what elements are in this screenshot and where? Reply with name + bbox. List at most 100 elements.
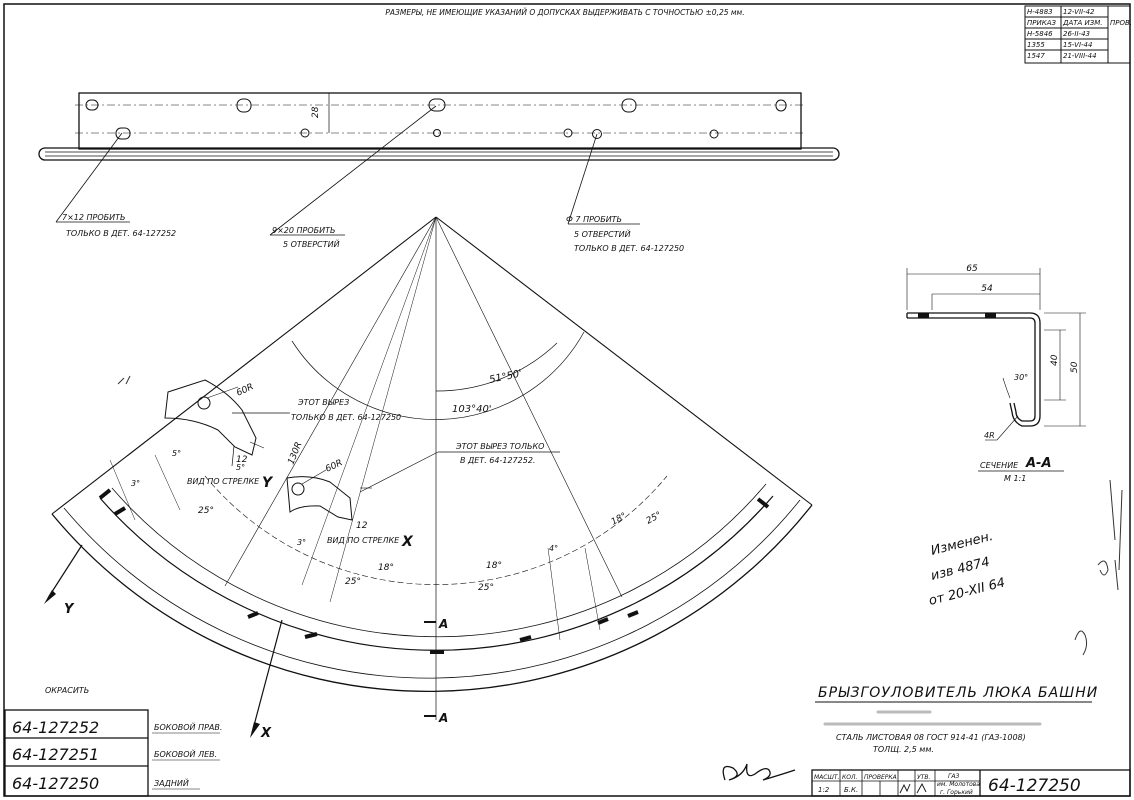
section-letters: А-А	[1025, 456, 1052, 471]
section-scale: М 1:1	[1004, 474, 1026, 483]
tb-qty-hdr: КОЛ.	[842, 774, 857, 781]
svg-text:7×12 ПРОБИТЬ: 7×12 ПРОБИТЬ	[62, 213, 126, 222]
rev-r3-c0: 1355	[1027, 41, 1045, 49]
tb-scale: 1:2	[818, 786, 830, 794]
plan-leaders	[55, 105, 640, 236]
dim-angle-51: 51°50'	[488, 368, 523, 386]
rev-r1-c1: ДАТА ИЗМ.	[1062, 19, 1103, 27]
svg-text:В ДЕТ. 64-127252.: В ДЕТ. 64-127252.	[460, 456, 535, 465]
general-note: РАЗМЕРЫ, НЕ ИМЕЮЩИЕ УКАЗАНИЙ О ДОПУСКАХ …	[385, 8, 744, 17]
material-thickness: ТОЛЩ. 2,5 мм.	[873, 745, 934, 754]
part-row-2-number: 64-127250	[12, 774, 99, 793]
dim-18b: 18°	[486, 561, 502, 571]
tb-number: 64-127250	[988, 776, 1081, 796]
sec-dim-4r: 4R	[984, 431, 995, 440]
dim-130r: 130R	[287, 441, 305, 466]
tb-class-hdr: УТВ.	[917, 774, 930, 781]
sec-dim-30: 30°	[1014, 373, 1028, 382]
slot-mark	[115, 127, 131, 140]
sector-view	[51, 216, 813, 720]
tb-org-2: им. Молотова	[937, 781, 980, 788]
revision-table: Н-4883 12-VII-42 ПРИКАЗ ДАТА ИЗМ. Н-5846…	[1024, 5, 1132, 64]
svg-text:ЭТОТ ВЫРЕЗ ТОЛЬКО: ЭТОТ ВЫРЕЗ ТОЛЬКО	[455, 442, 544, 451]
dim-3a: 3°	[131, 479, 140, 488]
arrow-x	[250, 619, 283, 738]
svg-text:Изменен.: Изменен.	[929, 529, 994, 559]
dim-25d: 25°	[645, 510, 664, 526]
dim-60r-a: 60R	[235, 382, 255, 399]
handwritten-note: Изменен. изв 4874 от 20-XII 64	[927, 529, 1006, 609]
part-row-0-desc: БОКОВОЙ ПРАВ.	[154, 721, 222, 732]
tb-initials	[899, 783, 927, 794]
dim-28: 28	[311, 106, 321, 118]
rim-tabs	[98, 488, 770, 654]
svg-text:изв 4874: изв 4874	[929, 555, 991, 584]
rev-r4-c0: 1547	[1027, 52, 1045, 60]
callout-hole-d7: Ф 7 ПРОБИТЬ 5 ОТВЕРСТИЙ ТОЛЬКО В ДЕТ. 64…	[566, 215, 684, 253]
dim-3b: 3°	[297, 538, 306, 547]
tb-org-1: ГАЗ	[948, 773, 959, 780]
section-a-top: A	[438, 617, 448, 631]
handwritten-scribbles	[117, 375, 1123, 656]
dim-angle-103: 103°40'	[452, 404, 492, 415]
sheet-border	[3, 3, 1131, 797]
section-label: СЕЧЕНИЕ	[980, 461, 1019, 470]
sec-dim-50: 50	[1070, 361, 1080, 373]
arrow-x-letter: X	[260, 726, 272, 741]
svg-text:Ф 7 ПРОБИТЬ: Ф 7 ПРОБИТЬ	[566, 215, 622, 224]
rev-extra: ПРОВ.	[1110, 19, 1132, 27]
tb-check-hdr: ПРОВЕРКА	[864, 774, 897, 781]
dim-12-a: 12	[236, 455, 248, 465]
hole-mark	[709, 129, 719, 139]
slot-mark	[775, 99, 787, 112]
svg-text:5 ОТВЕРСТИЙ: 5 ОТВЕРСТИЙ	[574, 228, 631, 239]
arrow-y	[44, 544, 83, 604]
material-spec: СТАЛЬ ЛИСТОВАЯ 08 ГОСТ 914-41 (ГАЗ-1008)	[836, 733, 1026, 742]
rev-r4-c1: 21-VIII-44	[1063, 52, 1097, 60]
parts-list: 64-127252 64-127251 64-127250 БОКОВОЙ ПР…	[4, 709, 222, 797]
svg-text:ТОЛЬКО В ДЕТ. 64-127250: ТОЛЬКО В ДЕТ. 64-127250	[574, 244, 684, 253]
view-y-label: ВИД ПО СТРЕЛКЕ	[187, 477, 260, 486]
dim-25b: 25°	[345, 577, 361, 587]
view-x-label: ВИД ПО СТРЕЛКЕ	[327, 536, 400, 545]
tb-mark: Б.К.	[844, 786, 858, 794]
part-row-1-number: 64-127251	[12, 745, 99, 764]
plan-view: 28	[38, 92, 840, 161]
finish-note: ОКРАСИТЬ	[45, 686, 89, 695]
arrow-y-letter: Y	[64, 602, 75, 617]
dim-5b: 5°	[236, 463, 245, 472]
svg-text:ТОЛЬКО В ДЕТ. 64-127250: ТОЛЬКО В ДЕТ. 64-127250	[291, 413, 401, 422]
dim-18a: 18°	[378, 563, 394, 573]
svg-text:ЭТОТ ВЫРЕЗ: ЭТОТ ВЫРЕЗ	[297, 398, 349, 407]
dim-12-b: 12	[356, 521, 368, 531]
tb-scale-hdr: МАСШТ.	[814, 774, 840, 781]
rev-r0-c1: 12-VII-42	[1063, 8, 1095, 16]
cutout-x	[286, 469, 353, 521]
dim-4: 4°	[549, 544, 558, 553]
hole-mark	[592, 129, 602, 139]
part-row-1-desc: БОКОВОЙ ЛЕВ.	[154, 748, 217, 759]
view-y-letter: Y	[262, 475, 274, 491]
sec-dim-40: 40	[1050, 354, 1060, 366]
rev-r2-c0: Н-5846	[1027, 30, 1053, 38]
dim-25c: 25°	[478, 583, 494, 593]
title-block: МАСШТ. 1:2 КОЛ. Б.К. ПРОВЕРКА УТВ. ГАЗ и…	[811, 769, 1131, 797]
view-x-letter: X	[401, 534, 414, 550]
cutout-y	[164, 379, 257, 456]
rev-r3-c1: 15-VI-44	[1063, 41, 1092, 49]
callout-cutout-1: ЭТОТ ВЫРЕЗ ТОЛЬКО В ДЕТ. 64-127250	[291, 398, 401, 422]
svg-text:ТОЛЬКО В ДЕТ. 64-127252: ТОЛЬКО В ДЕТ. 64-127252	[66, 229, 176, 238]
rev-r1-c0: ПРИКАЗ	[1027, 19, 1056, 27]
sec-dim-65: 65	[966, 264, 978, 274]
tb-org-3: г. Горький	[940, 789, 973, 796]
callout-cutout-2: ЭТОТ ВЫРЕЗ ТОЛЬКО В ДЕТ. 64-127252.	[455, 442, 544, 465]
callout-slot-9x20: 9×20 ПРОБИТЬ 5 ОТВЕРСТИЙ	[272, 226, 340, 249]
signature	[722, 763, 796, 781]
callout-slot-7x12: 7×12 ПРОБИТЬ ТОЛЬКО В ДЕТ. 64-127252	[62, 213, 176, 238]
part-row-0-number: 64-127252	[12, 718, 99, 737]
section-aa	[906, 268, 1086, 441]
part-title: БРЫЗГОУЛОВИТЕЛЬ ЛЮКА БАШНИ	[818, 685, 1098, 701]
svg-text:5 ОТВЕРСТИЙ: 5 ОТВЕРСТИЙ	[283, 238, 340, 249]
dim-5a: 5°	[172, 449, 181, 458]
dim-18c: 18°	[610, 511, 629, 527]
